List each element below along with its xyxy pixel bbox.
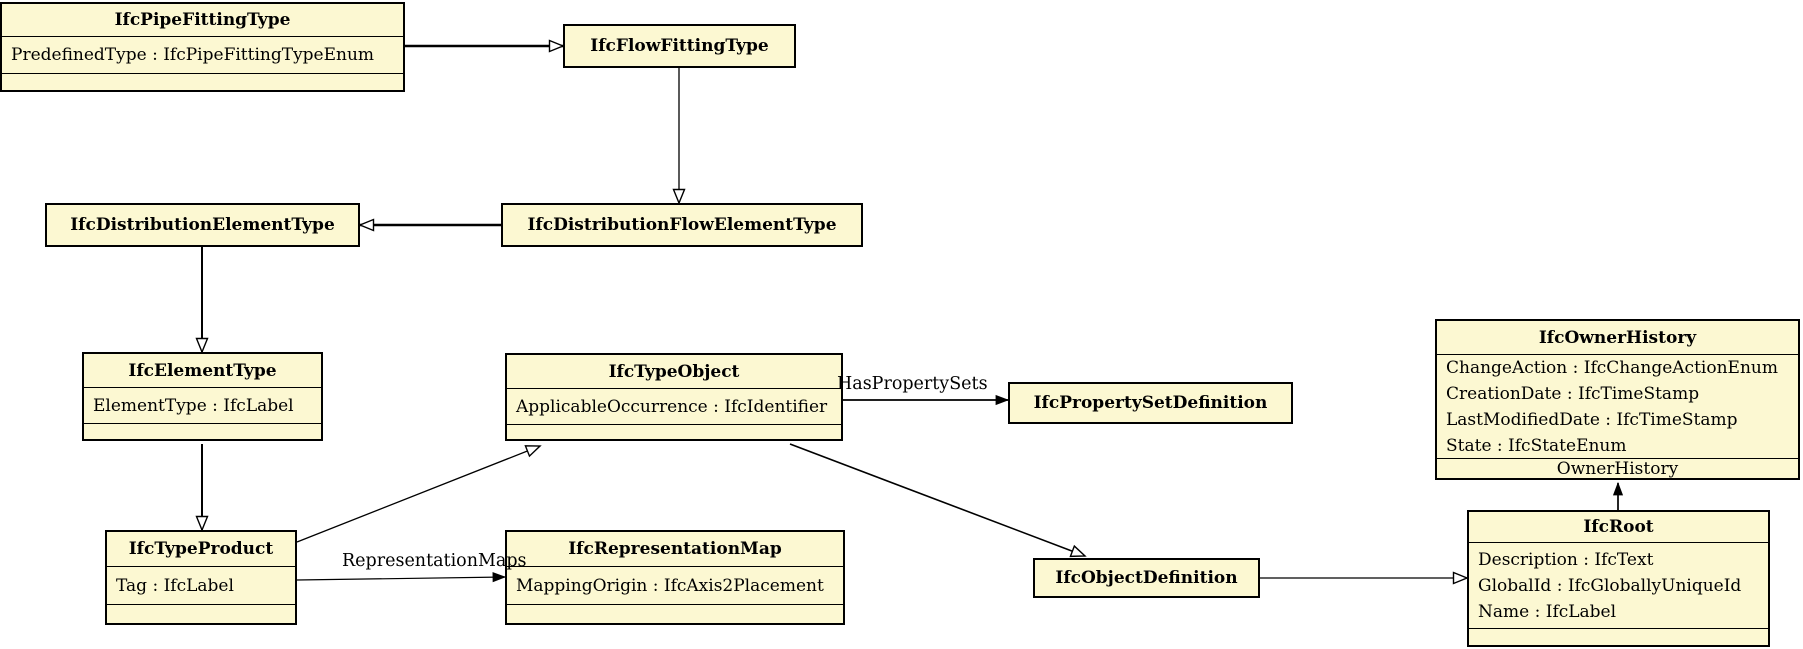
edge-association-typeproduct-representationmaps [296,572,507,583]
class-attribute: State : IfcStateEnum [1446,435,1627,456]
class-title: IfcDistributionElementType [70,215,335,235]
class-title: IfcRepresentationMap [568,539,782,559]
class-ifctypeobject[interactable]: IfcTypeObject ApplicableOccurrence : Ifc… [505,353,843,441]
class-empty-compartment [84,423,321,439]
association-end-label-ownerhistory: OwnerHistory [1437,458,1798,479]
class-empty-compartment [1469,628,1768,645]
class-empty-compartment [2,73,403,90]
class-title: IfcPropertySetDefinition [1033,393,1268,413]
edge-label-representationmaps: RepresentationMaps [342,551,527,571]
class-attribute: CreationDate : IfcTimeStamp [1446,383,1700,404]
class-title: IfcTypeProduct [128,539,274,559]
class-title: IfcPipeFittingType [114,10,291,30]
class-ifcpipefittingtype[interactable]: IfcPipeFittingType PredefinedType : IfcP… [0,2,405,92]
class-ifcownerhistory[interactable]: IfcOwnerHistory ChangeAction : IfcChange… [1435,319,1800,480]
class-attribute: PredefinedType : IfcPipeFittingTypeEnum [11,45,375,65]
class-attribute: ChangeAction : IfcChangeActionEnum [1446,357,1778,378]
class-attribute: Name : IfcLabel [1478,601,1617,622]
class-ifcdistributionflowelementtype[interactable]: IfcDistributionFlowElementType [501,203,863,247]
class-attribute: ElementType : IfcLabel [93,395,294,416]
edge-label-haspropertysets: HasPropertySets [837,374,988,394]
class-empty-compartment [107,604,295,623]
class-attribute: ApplicableOccurrence : IfcIdentifier [516,396,828,417]
class-ifctypeproduct[interactable]: IfcTypeProduct Tag : IfcLabel [105,530,297,625]
class-title: IfcElementType [128,360,277,381]
class-ifcrepresentationmap[interactable]: IfcRepresentationMap MappingOrigin : Ifc… [505,530,845,625]
class-ifcpropertysetdefinition[interactable]: IfcPropertySetDefinition [1008,382,1293,424]
edge-generalization-typeproduct-to-typeobject [296,445,542,543]
class-ifcelementtype[interactable]: IfcElementType ElementType : IfcLabel [82,352,323,441]
class-title: IfcFlowFittingType [590,36,769,56]
class-attribute: MappingOrigin : IfcAxis2Placement [516,575,824,596]
class-title: IfcObjectDefinition [1055,568,1238,588]
class-empty-compartment [507,424,841,439]
class-ifcroot[interactable]: IfcRoot Description : IfcText GlobalId :… [1467,510,1770,647]
class-title: IfcTypeObject [608,361,740,382]
class-attribute: Tag : IfcLabel [116,575,234,596]
class-attribute: Description : IfcText [1478,549,1654,570]
class-ifcdistributionelementtype[interactable]: IfcDistributionElementType [45,203,360,247]
class-empty-compartment [507,604,843,623]
class-attribute: GlobalId : IfcGloballyUniqueId [1478,575,1742,596]
class-ifcflowfittingtype[interactable]: IfcFlowFittingType [563,24,796,68]
class-title: IfcOwnerHistory [1538,327,1697,348]
class-title: IfcDistributionFlowElementType [527,215,837,235]
class-ifcobjectdefinition[interactable]: IfcObjectDefinition [1033,558,1260,598]
class-attribute: LastModifiedDate : IfcTimeStamp [1446,409,1738,430]
class-title: IfcRoot [1583,517,1654,537]
